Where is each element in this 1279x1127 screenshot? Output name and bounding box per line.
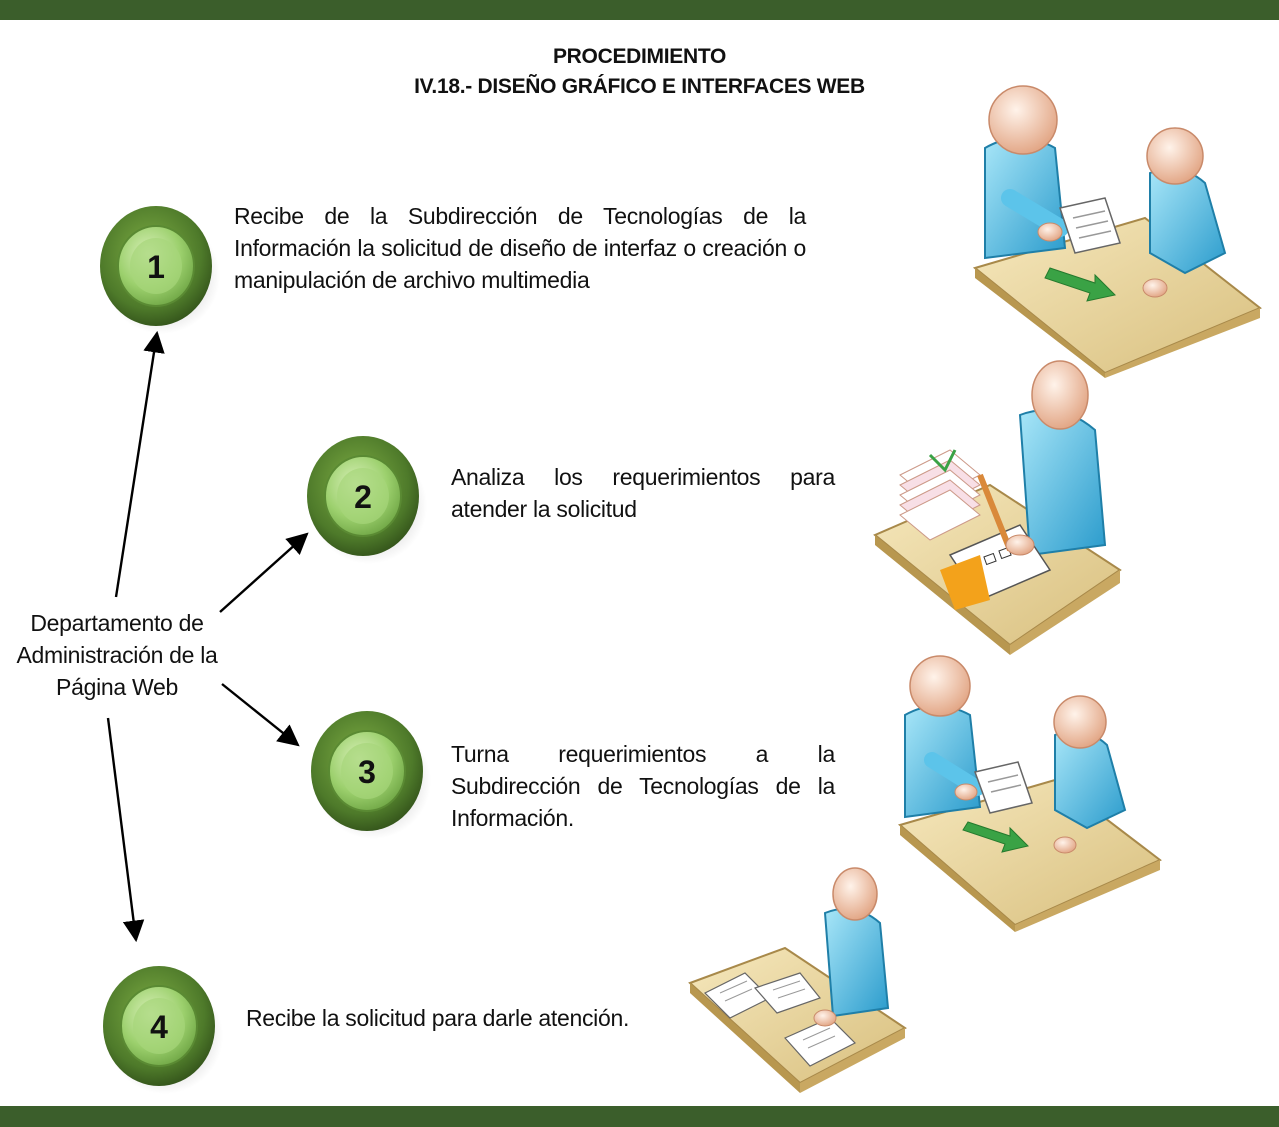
step-2-badge: 2 <box>305 430 427 564</box>
step-1-number: 1 <box>147 249 165 285</box>
page-subtitle: IV.18.- DISEÑO GRÁFICO E INTERFACES WEB <box>414 75 865 98</box>
step-4-badge: 4 <box>101 960 223 1094</box>
step-1-badge: 1 <box>98 200 220 334</box>
step-4-text: Recibe la solicitud para darle atención. <box>246 1005 630 1031</box>
arrow-to-step-1 <box>114 330 165 598</box>
arrow-to-step-3 <box>221 683 300 747</box>
department-line-1: Departamento de <box>30 610 204 636</box>
two-people-handing-document-icon <box>965 78 1265 378</box>
step-3-number: 3 <box>358 754 376 790</box>
step-3-text: Turna requerimientos a la Subdirección d… <box>451 741 835 831</box>
step-2-number: 2 <box>354 479 372 515</box>
bottom-band <box>0 1106 1279 1127</box>
step-4-number: 4 <box>150 1009 168 1045</box>
step-2-text: Analiza los requerimientos para atender … <box>451 464 835 522</box>
arrow-to-step-4 <box>106 717 145 943</box>
person-writing-at-desk-icon <box>870 355 1130 655</box>
step-3-badge: 3 <box>309 705 431 839</box>
page-title: PROCEDIMIENTO <box>552 45 727 68</box>
two-people-handing-document-icon-2 <box>890 650 1165 932</box>
step-1-text: Recibe de la Subdirección de Tecnologías… <box>234 203 806 293</box>
person-reviewing-documents-icon <box>685 867 910 1100</box>
department-label: Departamento de Administración de la Pág… <box>8 607 226 703</box>
department-line-2: Administración de la <box>16 642 218 668</box>
arrow-to-step-2 <box>219 532 309 613</box>
top-band <box>0 0 1279 20</box>
department-line-3: Página Web <box>56 674 178 700</box>
